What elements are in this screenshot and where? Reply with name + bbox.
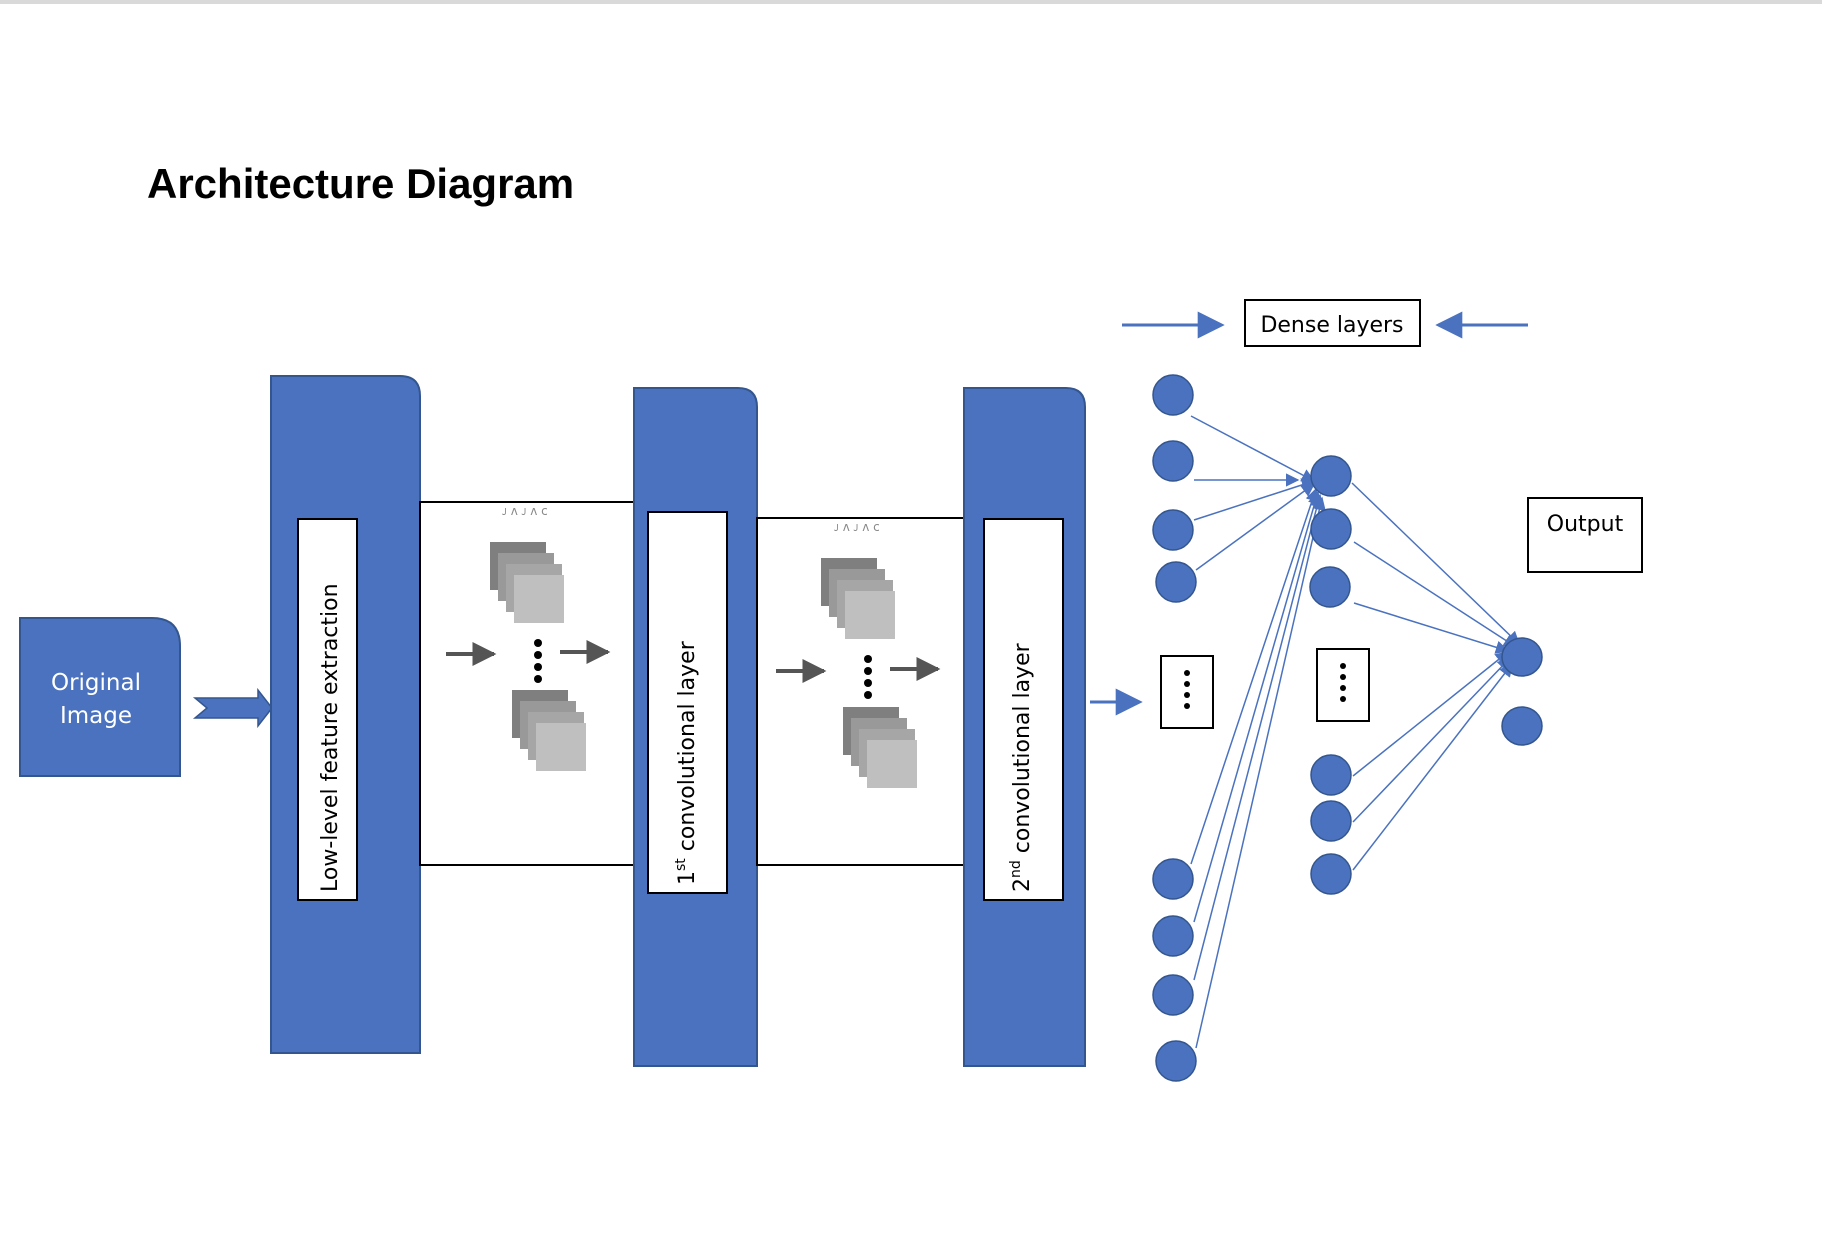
feature-map-stack-1b [512, 690, 586, 771]
conv1-label: 1st convolutional layer [673, 640, 700, 885]
input-node [1155, 1040, 1197, 1082]
page-title: Architecture Diagram [147, 160, 575, 207]
hidden-node [1310, 800, 1352, 842]
hidden-layer-nodes [1309, 455, 1352, 895]
hidden-node [1310, 754, 1352, 796]
input-node [1152, 440, 1194, 482]
output-node [1501, 706, 1543, 746]
input-arrow [192, 687, 273, 729]
output-node [1501, 637, 1543, 677]
panel-1-ellipsis [534, 639, 542, 683]
original-image-block [19, 617, 181, 777]
input-node [1152, 974, 1194, 1016]
hidden-node [1310, 853, 1352, 895]
input-layer-ellipsis [1184, 670, 1190, 709]
panel-2-ellipsis [864, 655, 872, 699]
input-node [1152, 509, 1194, 551]
window-top-border [0, 0, 1822, 4]
conv2-label: 2nd convolutional layer [1008, 642, 1035, 892]
original-image-label-line2: Image [60, 703, 132, 729]
input-node [1155, 561, 1197, 603]
panel-1-cropped-caption: ᴊ ᴧ ᴊ ᴧ ᴄ [502, 504, 548, 518]
panel-2-cropped-caption: ᴊ ᴧ ᴊ ᴧ ᴄ [834, 520, 880, 534]
output-box [1527, 497, 1643, 573]
input-node [1152, 915, 1194, 957]
dense-connections [1190, 415, 1520, 1049]
feature-map-stack-2b [843, 707, 917, 788]
input-node [1152, 374, 1194, 416]
hidden-layer-ellipsis [1340, 663, 1346, 702]
feature-map-stack-2a [821, 558, 895, 639]
dense-layers-label: Dense layers [1260, 313, 1403, 338]
hidden-node [1309, 566, 1351, 608]
dense-layers-box [1244, 299, 1421, 347]
hidden-node [1310, 455, 1352, 497]
output-layer-nodes [1501, 637, 1543, 746]
input-node [1152, 858, 1194, 900]
input-layer-nodes [1152, 374, 1197, 1082]
conv1-label-box [647, 511, 728, 894]
conv2-label-box [983, 518, 1064, 901]
output-label: Output [1547, 512, 1624, 537]
hidden-node [1310, 508, 1352, 550]
low-level-label: Low-level feature extraction [318, 583, 343, 892]
original-image-label-line1: Original [51, 670, 141, 696]
low-level-label-box [297, 518, 358, 901]
feature-map-stack-1a [490, 542, 564, 623]
